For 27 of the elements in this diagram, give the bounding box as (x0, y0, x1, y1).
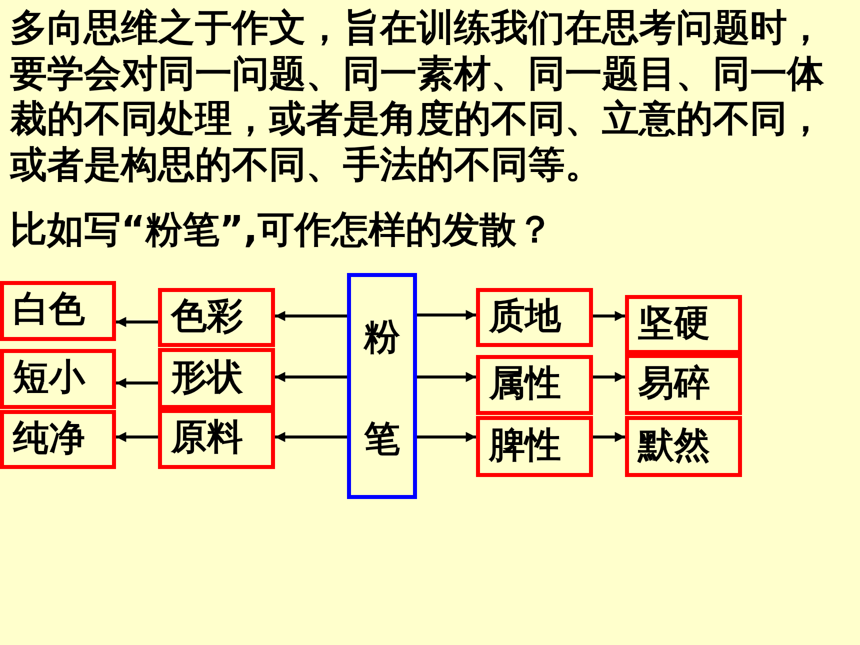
concept-box: 原料 (158, 409, 275, 469)
arrow (417, 310, 476, 320)
concept-box: 白色 (0, 281, 116, 341)
arrow (417, 432, 476, 442)
concept-box: 默然 (625, 416, 742, 477)
arrow (275, 432, 347, 442)
concept-box: 属性 (476, 355, 593, 415)
arrow (275, 372, 347, 382)
arrow (116, 378, 158, 388)
arrow (116, 432, 158, 442)
arrow (593, 310, 625, 322)
paragraph: 多向思维之于作文，旨在训练我们在思考问题时，要学会对同一问题、同一素材、同一题目、同一体裁的不同处理，或者是角度的不同、立意的不同，或者是构思的不同、手法的不同等。 (10, 5, 825, 187)
arrow (116, 316, 158, 328)
concept-box: 形状 (158, 348, 275, 409)
concept-box: 短小 (0, 349, 116, 409)
arrow (275, 310, 347, 322)
concept-box: 色彩 (158, 288, 275, 347)
arrow (593, 432, 625, 442)
question-text: 比如写“粉笔”,可作怎样的发散？ (10, 207, 555, 253)
concept-box: 质地 (476, 288, 593, 347)
arrow (593, 372, 625, 382)
concept-box: 脾性 (476, 416, 593, 477)
concept-box: 坚硬 (625, 295, 742, 354)
concept-box: 纯净 (0, 410, 116, 469)
arrow (417, 372, 476, 382)
concept-box: 易碎 (625, 354, 742, 415)
topic-box: 粉笔 (347, 273, 417, 499)
